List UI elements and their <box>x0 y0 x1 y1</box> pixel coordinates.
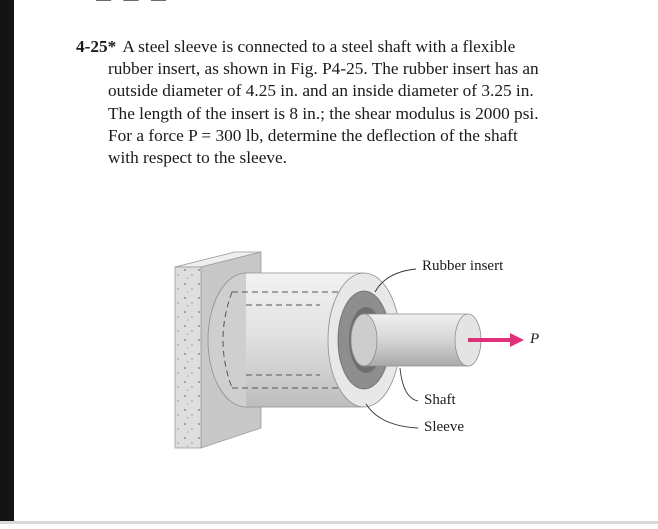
sleeve-label: Sleeve <box>424 419 464 435</box>
force-p-label: P <box>530 331 540 347</box>
problem-line-3: outside diameter of 4.25 in. and an insi… <box>108 81 534 101</box>
force-arrow <box>468 333 524 347</box>
problem-number: 4-25* <box>76 37 117 56</box>
problem-line-5: For a force P = 300 lb, determine the de… <box>108 125 518 145</box>
left-edge-border <box>0 0 14 524</box>
shaft <box>350 313 482 367</box>
problem-statement: 4-25*A steel sleeve is connected to a st… <box>76 36 606 169</box>
rubber-insert-leader <box>374 268 417 293</box>
rubber-insert-label: Rubber insert <box>422 258 504 274</box>
shaft-label: Shaft <box>424 392 456 408</box>
problem-line-2: rubber insert, as shown in Fig. P4-25. T… <box>108 59 539 79</box>
cut-off-heading-fragment: — · — · — <box>96 0 166 8</box>
problem-line-6: with respect to the sleeve. <box>108 148 287 168</box>
problem-line-4: The length of the insert is 8 in.; the s… <box>108 103 539 123</box>
sleeve-leader <box>365 403 419 429</box>
problem-line-1: 4-25*A steel sleeve is connected to a st… <box>76 37 516 56</box>
shaft-leader <box>399 367 419 402</box>
bottom-edge <box>0 521 658 524</box>
